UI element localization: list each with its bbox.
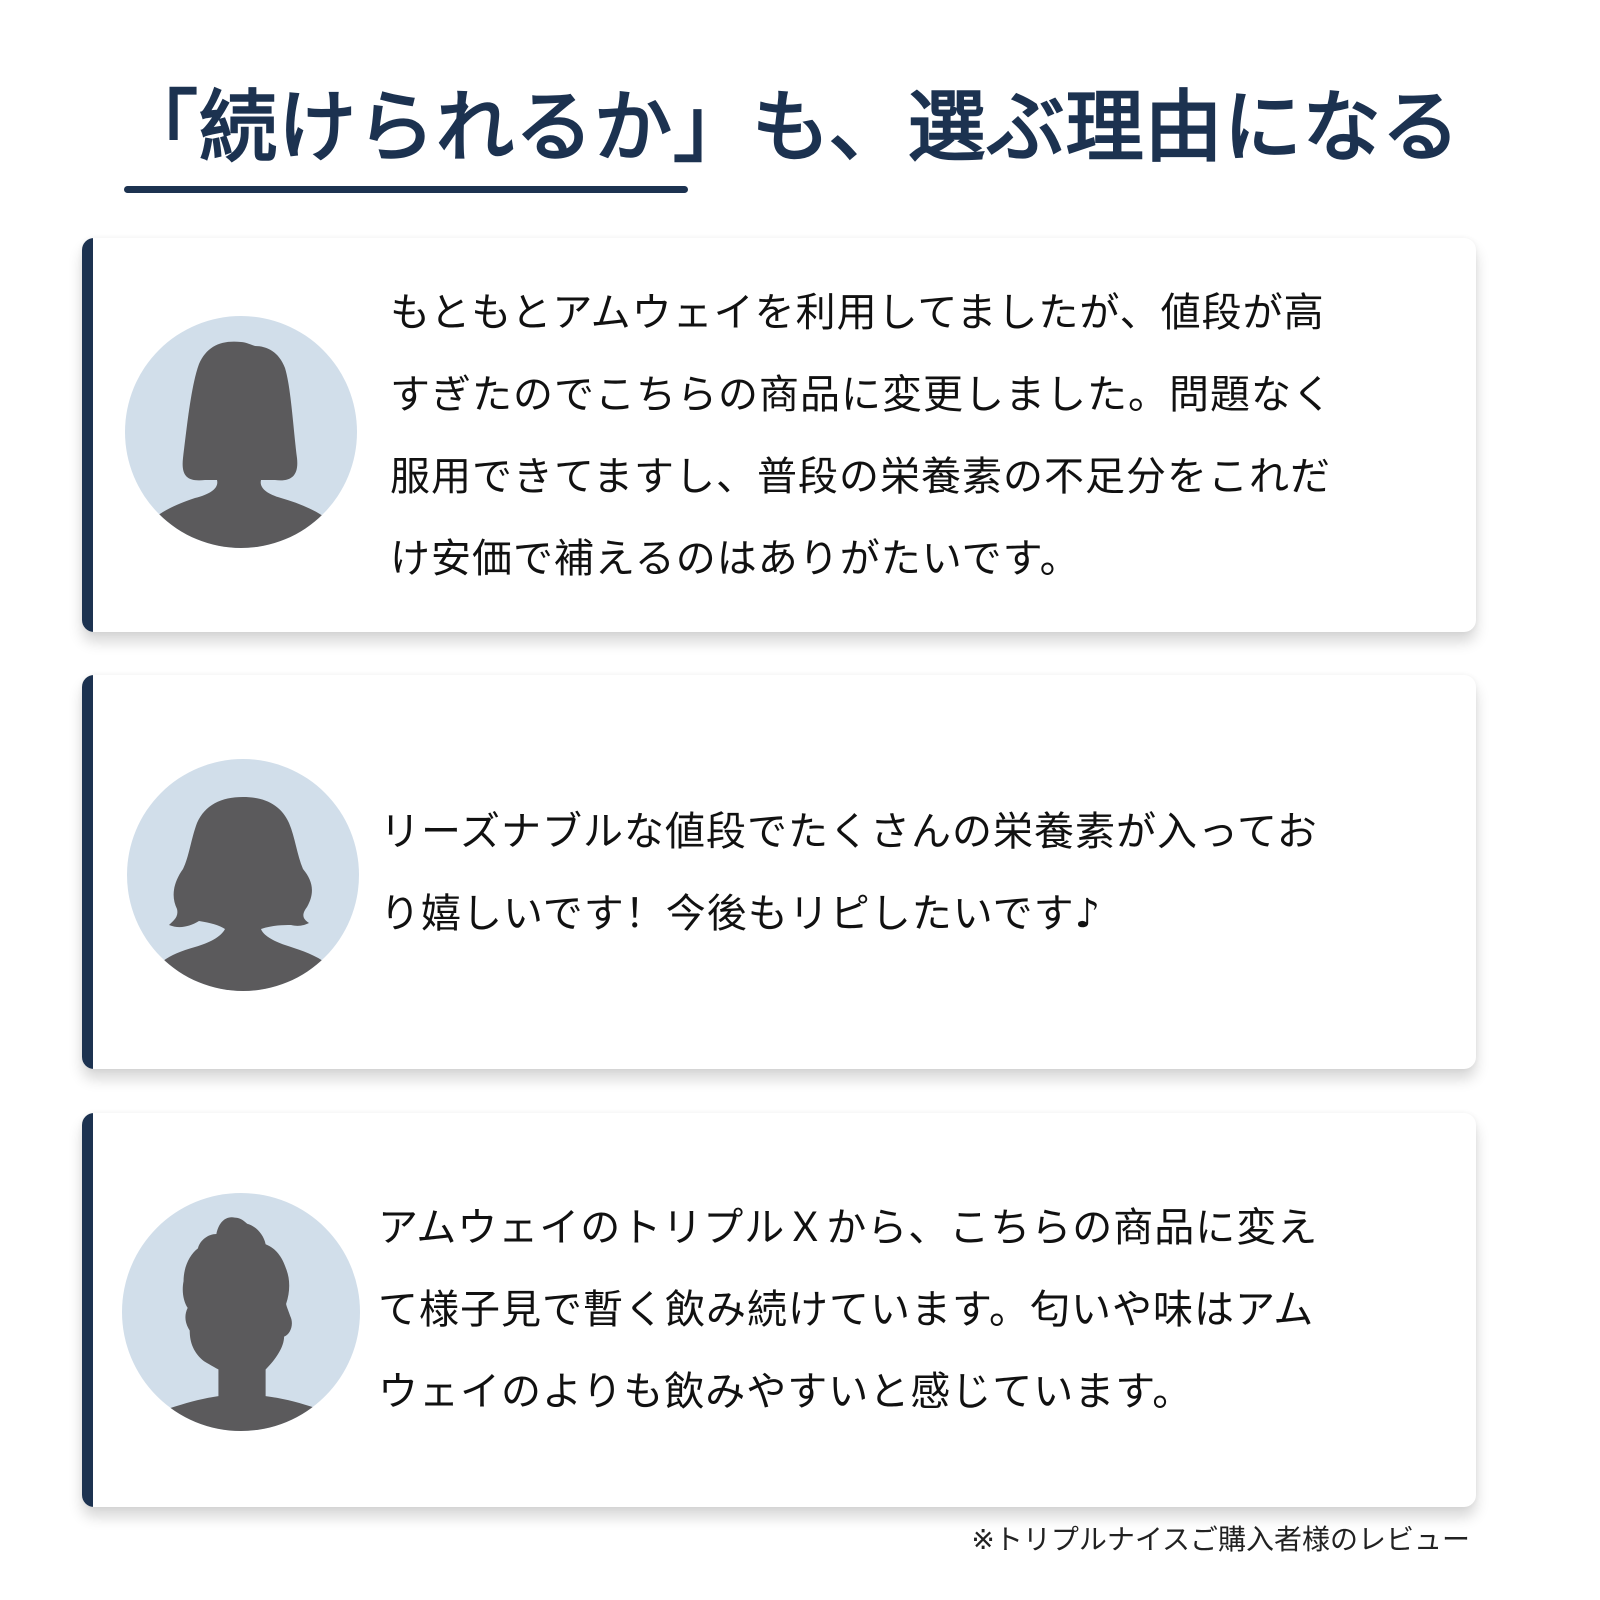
title-highlight: 「続けられるか」 (120, 83, 753, 173)
male-curly-hair-silhouette-icon (122, 1193, 360, 1431)
card-accent-bar (82, 238, 93, 632)
review-line: り嬉しいです！今後もリピしたいです♪ (380, 891, 1102, 937)
review-text: リーズナブルな値段でたくさんの栄養素が入ってお り嬉しいです！今後もリピしたいで… (380, 791, 1318, 955)
review-line: 服用できてますし、普段の栄養素の不足分をこれだ (390, 454, 1331, 500)
review-line: アムウェイのトリプルＸから、こちらの商品に変え (378, 1205, 1319, 1251)
review-line: リーズナブルな値段でたくさんの栄養素が入ってお (380, 809, 1318, 855)
footnote: ※トリプルナイスご購入者様のレビュー (971, 1523, 1470, 1556)
review-line: もともとアムウェイを利用してましたが、値段が高 (390, 290, 1325, 336)
page-title: 「続けられるか」も、選ぶ理由になる (120, 78, 1520, 178)
review-line: すぎたのでこちらの商品に変更しました。問題なく (390, 372, 1333, 418)
female-wavy-hair-silhouette-icon (127, 759, 359, 991)
review-card: アムウェイのトリプルＸから、こちらの商品に変え て様子見で暫く飲み続けています。… (82, 1113, 1476, 1507)
review-card: もともとアムウェイを利用してましたが、値段が高 すぎたのでこちらの商品に変更しま… (82, 238, 1476, 632)
title-underline (124, 186, 688, 193)
review-line: け安価で補えるのはありがたいです。 (390, 536, 1081, 582)
review-text: アムウェイのトリプルＸから、こちらの商品に変え て様子見で暫く飲み続けています。… (378, 1187, 1318, 1433)
review-line: て様子見で暫く飲み続けています。匂いや味はアム (378, 1287, 1315, 1333)
card-accent-bar (82, 675, 93, 1069)
review-card: リーズナブルな値段でたくさんの栄養素が入ってお り嬉しいです！今後もリピしたいで… (82, 675, 1476, 1069)
review-text: もともとアムウェイを利用してましたが、値段が高 すぎたのでこちらの商品に変更しま… (390, 272, 1333, 600)
female-short-hair-silhouette-icon (125, 316, 357, 548)
card-accent-bar (82, 1113, 93, 1507)
review-line: ウェイのよりも飲みやすいと感じています。 (378, 1369, 1194, 1415)
title-rest: も、選ぶ理由になる (752, 83, 1461, 173)
